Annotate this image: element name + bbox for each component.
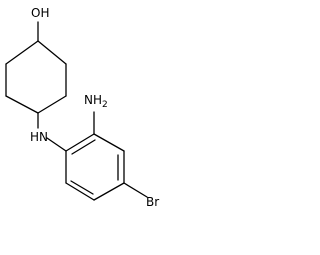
- bond-ar4-ar5: [93, 182, 125, 201]
- atom-labels: OH HN NH2 Br: [30, 6, 159, 209]
- bond-ar4-br: [123, 182, 148, 198]
- amino-label: NH2: [84, 93, 108, 110]
- hydroxyl-label: OH: [31, 6, 49, 20]
- amino-subscript: 2: [102, 100, 108, 110]
- bond-ar5-ar6-inner: [70, 180, 94, 195]
- bromine-label: Br: [146, 195, 159, 209]
- bond-ar2-ar3: [93, 133, 125, 152]
- bond-c3-c4: [37, 95, 67, 114]
- bonds: [5, 21, 148, 201]
- bond-ar1-ar2-inner: [71, 139, 96, 155]
- bond-ar5-ar6: [65, 182, 95, 201]
- bond-c4-c5: [5, 95, 39, 114]
- bond-ar1-ar2: [65, 133, 95, 152]
- structure-diagram: OH HN NH2 Br: [5, 6, 159, 209]
- amino-main-text: NH: [84, 93, 102, 107]
- bond-nh-ar1: [46, 137, 67, 152]
- amine-bridge-label: HN: [30, 130, 48, 144]
- bond-c1-c2: [37, 40, 67, 65]
- bond-c6-c1: [5, 40, 39, 65]
